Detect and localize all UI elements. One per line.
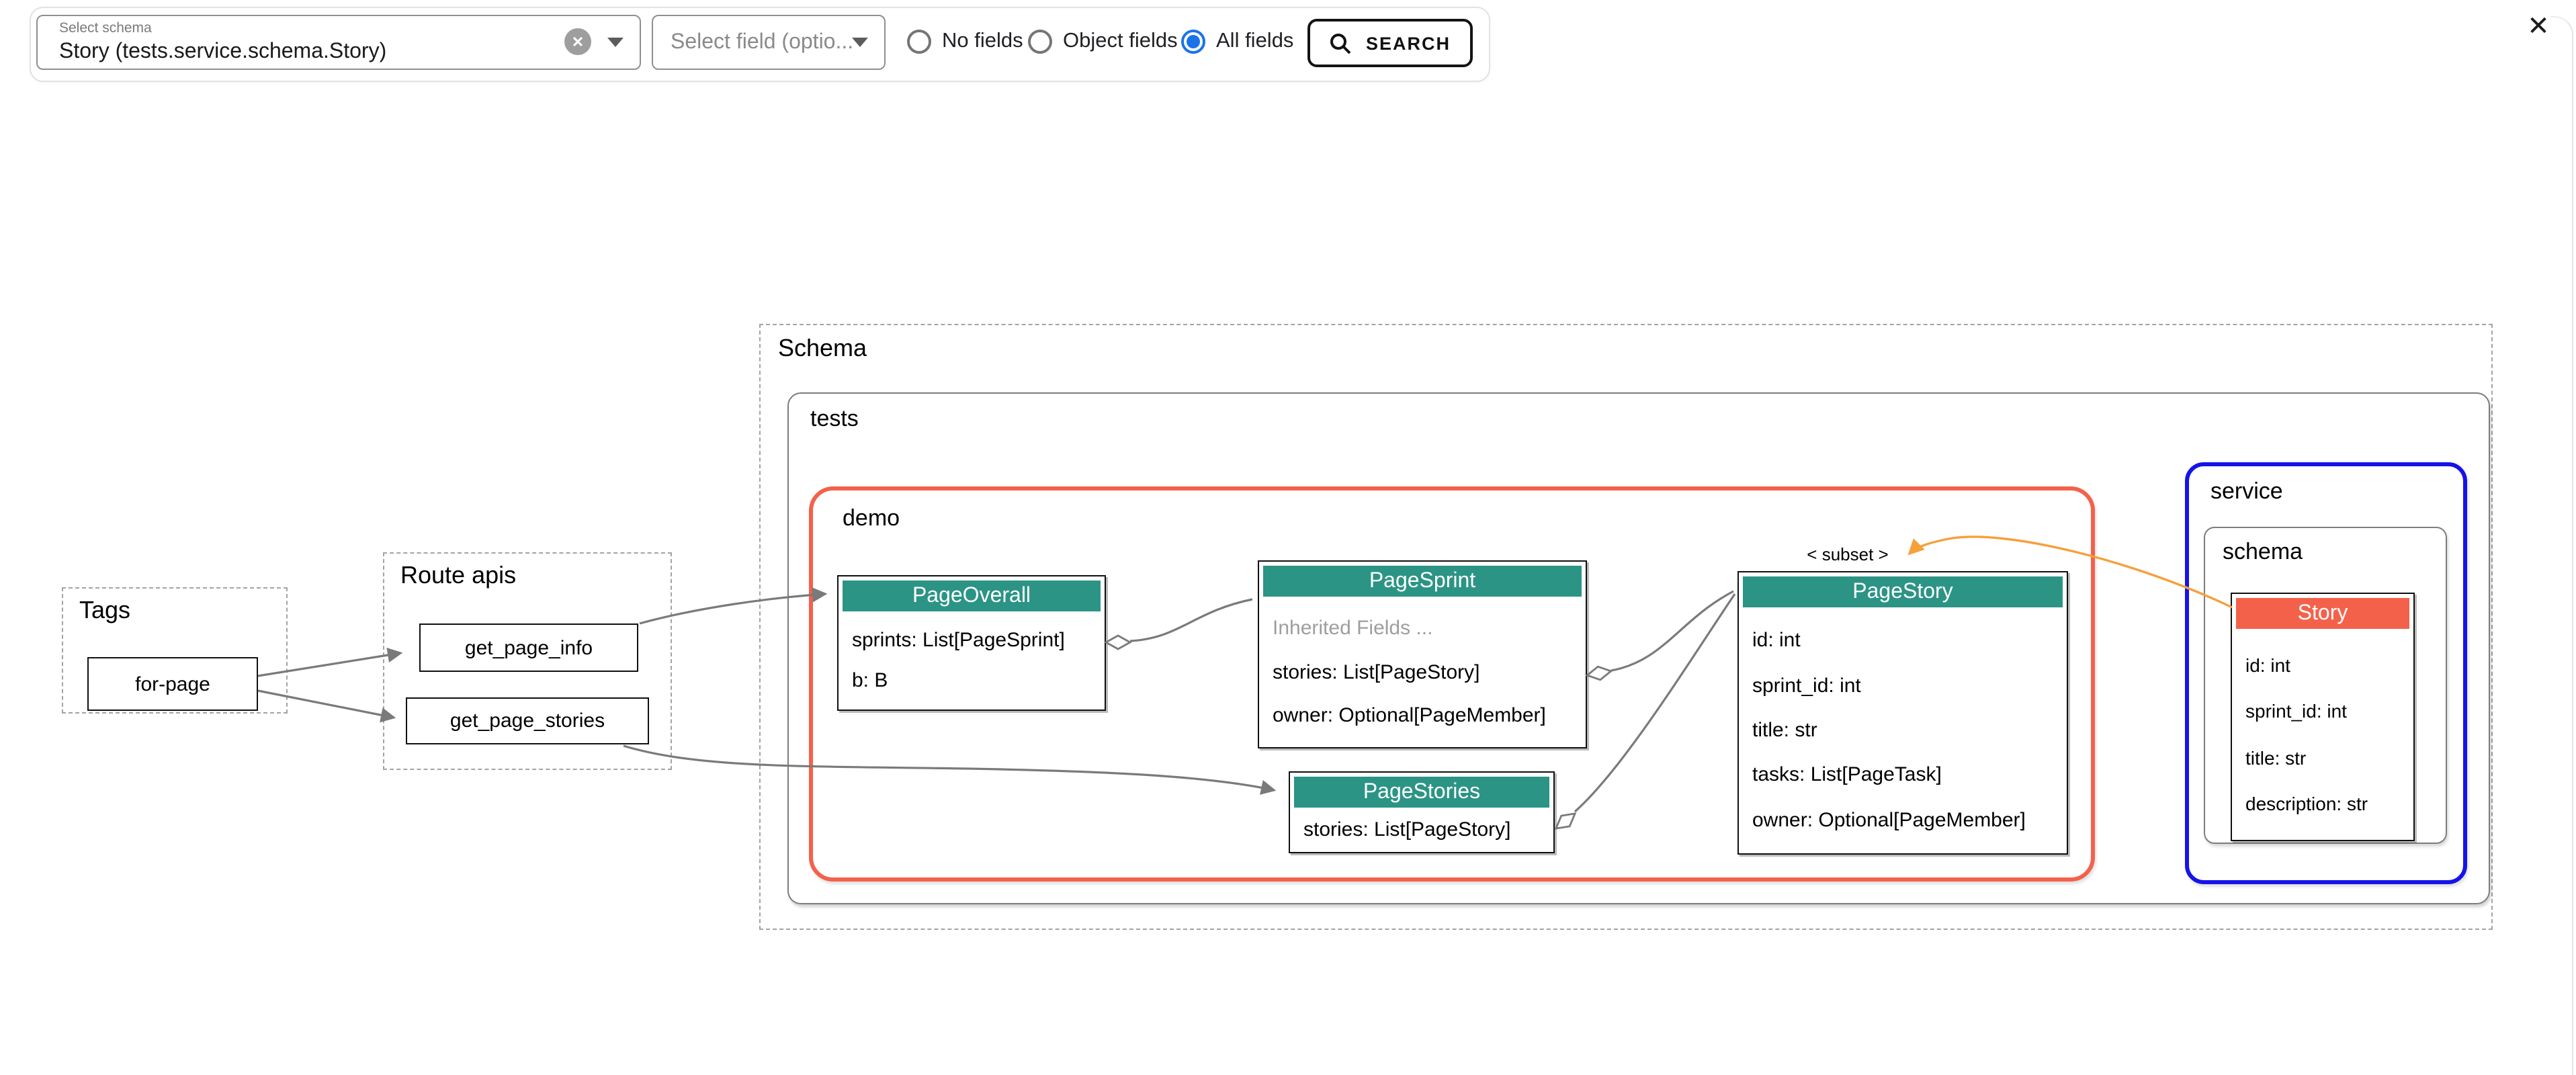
tags-group: Tags	[62, 587, 288, 714]
entity-story: Story id: int sprint_id: int title: str …	[2231, 593, 2415, 841]
tests-package-box: tests	[787, 392, 2490, 904]
entity-field: title: str	[2245, 746, 2307, 769]
tags-group-title: Tags	[79, 597, 131, 624]
demo-module-box: demo	[809, 486, 2095, 882]
node-get-page-info: get_page_info	[419, 624, 638, 672]
entity-page-stories: PageStories stories: List[PageStory]	[1289, 771, 1555, 853]
schema-select[interactable]: Select schema Story (tests.service.schem…	[36, 15, 641, 70]
search-button-label: SEARCH	[1365, 33, 1451, 53]
radio-no-fields[interactable]: No fields	[907, 30, 1023, 54]
entity-field: stories: List[PageStory]	[1273, 660, 1480, 683]
entity-field: sprint_id: int	[2245, 700, 2347, 722]
schema-group: Schema	[759, 324, 2493, 930]
entity-page-story: PageStory id: int sprint_id: int title: …	[1737, 571, 2068, 855]
chevron-down-icon[interactable]	[852, 38, 868, 47]
node-get-page-stories: get_page_stories	[406, 697, 649, 744]
close-icon[interactable]: ✕	[2527, 11, 2550, 41]
radio-circle-checked	[1181, 30, 1205, 54]
tests-package-title: tests	[810, 406, 859, 431]
schema-group-title: Schema	[778, 335, 867, 361]
service-schema-title: schema	[2223, 539, 2303, 564]
entity-title: PageOverall	[843, 580, 1101, 611]
radio-object-fields[interactable]: Object fields	[1028, 30, 1178, 54]
entity-field-inherited: Inherited Fields ...	[1273, 617, 1433, 640]
entity-field: tasks: List[PageTask]	[1752, 763, 1942, 787]
entity-field: stories: List[PageStory]	[1303, 818, 1511, 841]
radio-all-fields[interactable]: All fields	[1181, 30, 1293, 54]
entity-page-overall: PageOverall sprints: List[PageSprint] b:…	[837, 575, 1106, 711]
subset-edge-label: < subset >	[1807, 544, 1889, 564]
field-select-placeholder: Select field (optio...	[671, 31, 854, 54]
service-schema-box: schema	[2204, 527, 2447, 844]
entity-field: sprints: List[PageSprint]	[852, 629, 1065, 652]
demo-module-title: demo	[843, 505, 900, 531]
radio-label: All fields	[1216, 30, 1294, 52]
search-icon	[1330, 33, 1352, 54]
search-button[interactable]: SEARCH	[1307, 19, 1473, 67]
node-for-page: for-page	[87, 657, 258, 711]
entity-field: title: str	[1752, 718, 1817, 742]
entity-title: PageSprint	[1263, 566, 1582, 597]
entity-title: PageStories	[1294, 777, 1549, 808]
chevron-down-icon[interactable]	[607, 38, 624, 47]
radio-circle	[1028, 30, 1052, 54]
entity-field: description: str	[2245, 793, 2368, 815]
entity-field: sprint_id: int	[1752, 674, 1861, 697]
entity-field: b: B	[852, 669, 888, 692]
field-select[interactable]: Select field (optio...	[652, 15, 886, 70]
entity-field: id: int	[2245, 654, 2290, 676]
schema-select-value: Story (tests.service.schema.Story)	[59, 40, 387, 63]
radio-label: Object fields	[1063, 30, 1178, 52]
entity-field: owner: Optional[PageMember]	[1752, 808, 2026, 832]
entity-field: owner: Optional[PageMember]	[1273, 703, 1546, 727]
service-module-title: service	[2210, 478, 2283, 504]
radio-label: No fields	[942, 30, 1023, 52]
panel-edge	[2550, 16, 2573, 1075]
entity-title: PageStory	[1743, 576, 2063, 607]
route-apis-group-title: Route apis	[400, 562, 517, 589]
radio-circle	[907, 30, 931, 54]
clear-icon[interactable]: ✕	[564, 28, 591, 55]
entity-field: id: int	[1752, 629, 1801, 652]
entity-page-sprint: PageSprint Inherited Fields ... stories:…	[1258, 560, 1587, 748]
service-module-box: service	[2185, 462, 2467, 884]
entity-title: Story	[2236, 598, 2409, 629]
schema-select-label: Select schema	[59, 20, 152, 36]
